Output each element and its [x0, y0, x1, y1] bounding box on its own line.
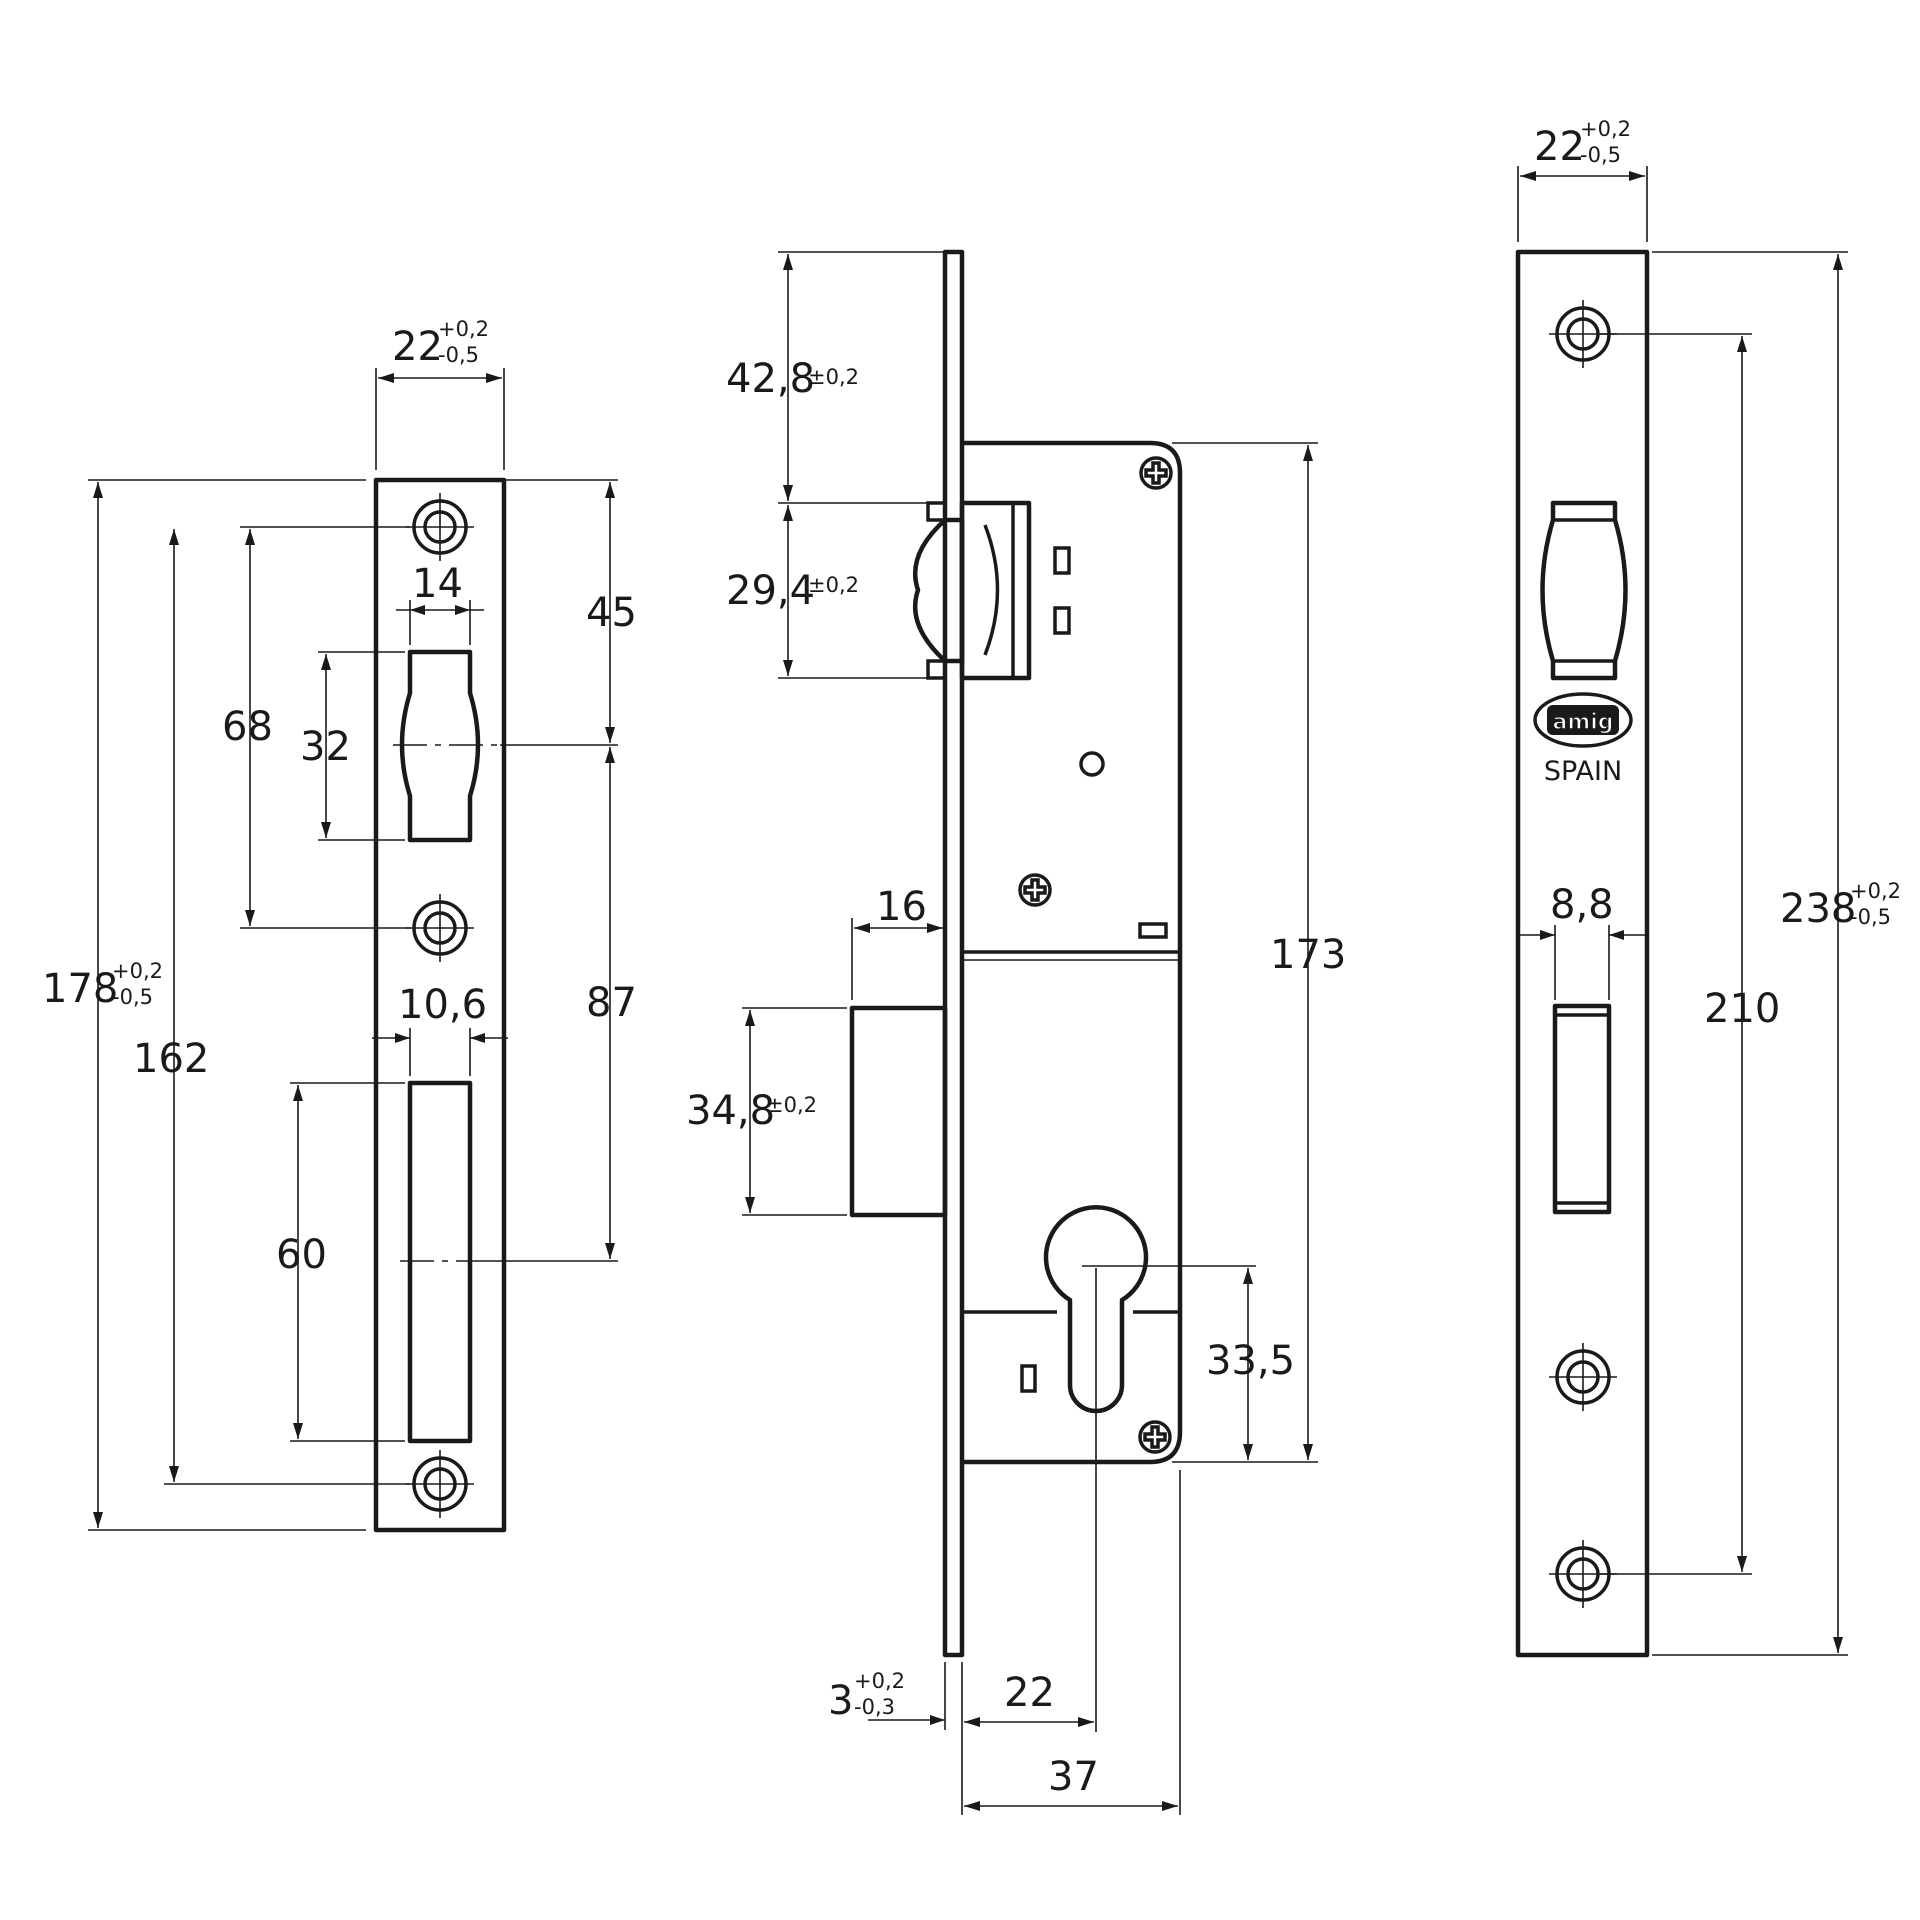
- outer-screw-spacing-value: 162: [133, 1036, 209, 1082]
- latch-hole-height-value: 32: [300, 724, 351, 770]
- faceplate-side: [942, 249, 965, 1658]
- bolt-projection-value: 16: [876, 884, 927, 930]
- latch-hole: [399, 649, 481, 843]
- logo-text: amig: [1552, 710, 1613, 735]
- strike-height-value: 178: [42, 966, 118, 1012]
- spindle-hole: [1079, 751, 1105, 777]
- screw-hole-middle: [404, 892, 476, 964]
- body-depth-value: 37: [1048, 1754, 1099, 1800]
- bolt-slot: [1552, 1003, 1612, 1215]
- amig-logo: amig: [1533, 692, 1633, 748]
- faceplate-front-view: amig SPAIN 22 +0,2 -0,5 8,8 210 238 +0,2…: [1515, 117, 1901, 1658]
- latch-hole-width-value: 14: [412, 561, 463, 607]
- screw-hole-top: [404, 491, 476, 563]
- bolt-hole-height-value: 60: [276, 1232, 327, 1278]
- origin-label: SPAIN: [1544, 756, 1622, 787]
- bolt-hole-width-value: 10,6: [398, 982, 487, 1028]
- strike-width-tol-upper: +0,2: [438, 317, 489, 341]
- latch-to-top-value: 45: [586, 590, 637, 636]
- strike-plate-view: 22 +0,2 -0,5 14 32 68 162 178 +0,2 -0,5: [42, 317, 637, 1533]
- faceplate-width-value: 22: [1534, 124, 1585, 170]
- faceplate-thickness-tol-upper: +0,2: [854, 1669, 905, 1693]
- latch-to-bolt-value: 87: [586, 980, 637, 1026]
- faceplate-screw-middle: [1547, 1341, 1619, 1413]
- lock-body-view: 42,8 ±0,2 29,4 ±0,2 16 34,8 ±0,2 173 33,…: [686, 249, 1346, 1815]
- case-screw-2: [1018, 873, 1052, 907]
- faceplate-width-tol-lower: -0,5: [1580, 143, 1621, 167]
- strike-height-tol-upper: +0,2: [112, 959, 163, 983]
- strike-plate-outline: [373, 477, 507, 1533]
- latch-height-value: 29,4: [726, 568, 815, 614]
- screw-hole-bottom: [404, 1448, 476, 1520]
- case-screw-1: [1139, 456, 1173, 490]
- latch-bolt: [912, 517, 965, 664]
- faceplate-thickness-tol-lower: -0,3: [854, 1695, 895, 1719]
- strike-height-tol-lower: -0,5: [112, 985, 153, 1009]
- latch-opening: [1540, 500, 1628, 681]
- faceplate-height-tol-lower: -0,5: [1850, 905, 1891, 929]
- screw-spacing-value: 68: [222, 704, 273, 750]
- bolt-height-tol: ±0,2: [766, 1093, 817, 1117]
- dead-bolt: [849, 1005, 948, 1218]
- body-height-value: 173: [1270, 932, 1346, 978]
- latch-offset-value: 42,8: [726, 356, 815, 402]
- faceplate-outline: [1515, 249, 1650, 1658]
- latch-height-tol: ±0,2: [808, 573, 859, 597]
- latch-offset-tol: ±0,2: [808, 365, 859, 389]
- faceplate-height-tol-upper: +0,2: [1850, 879, 1901, 903]
- faceplate-screw-spacing-value: 210: [1704, 986, 1780, 1032]
- bolt-hole: [407, 1080, 473, 1444]
- cylinder-to-bottom-value: 33,5: [1206, 1338, 1295, 1384]
- strike-width-value: 22: [392, 324, 443, 370]
- faceplate-thickness-value: 3: [828, 1678, 853, 1724]
- bolt-height-value: 34,8: [686, 1088, 775, 1134]
- faceplate-height-value: 238: [1780, 886, 1856, 932]
- latch-housing: [959, 500, 1032, 681]
- backset-value: 22: [1004, 1670, 1055, 1716]
- strike-width-tol-lower: -0,5: [438, 343, 479, 367]
- faceplate-width-tol-upper: +0,2: [1580, 117, 1631, 141]
- bolt-slot-width-value: 8,8: [1550, 882, 1614, 928]
- case-screw-3: [1138, 1420, 1172, 1454]
